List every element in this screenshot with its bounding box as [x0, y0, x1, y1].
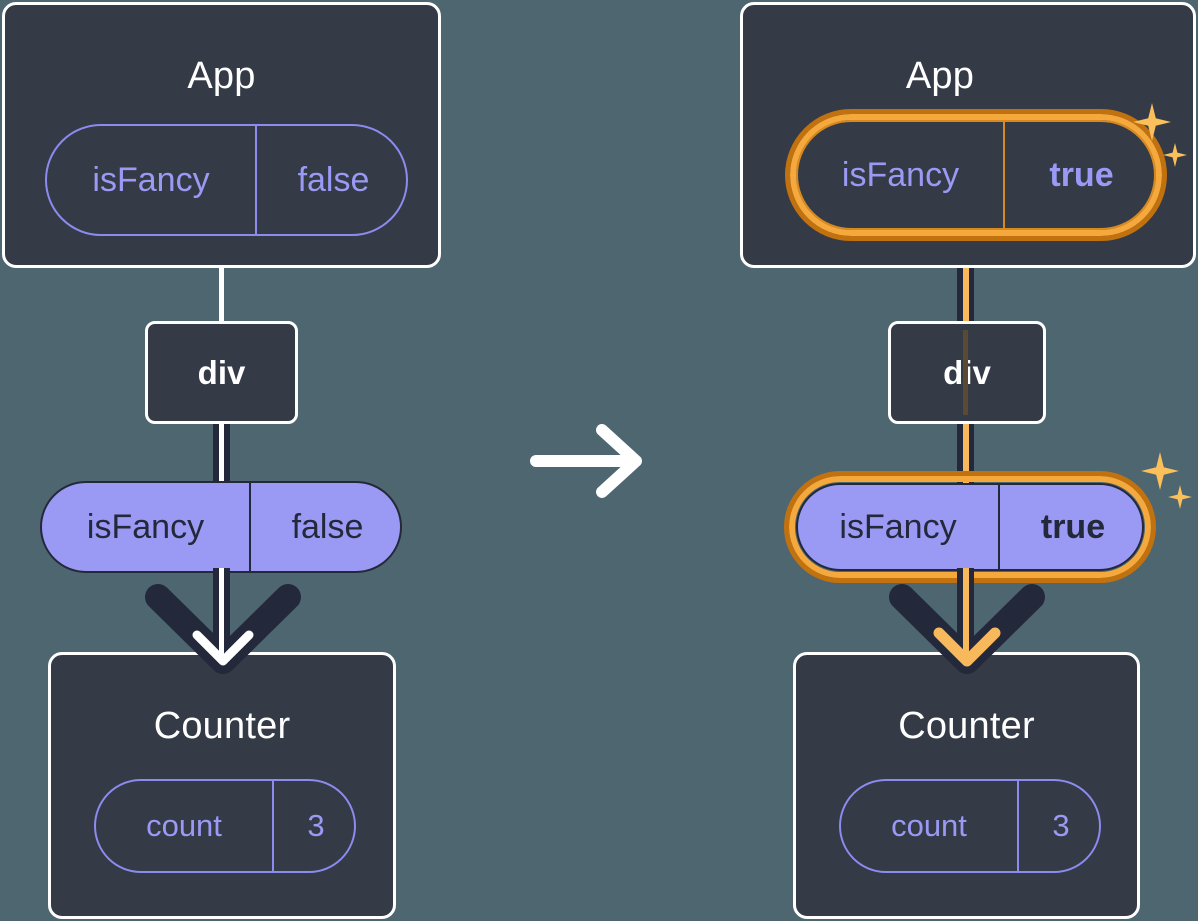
connector-prop-to-counter-core-after [963, 568, 969, 661]
counter-state-value-after: 3 [1017, 781, 1099, 871]
prop-pill-before: isFancy false [40, 481, 402, 573]
connector-app-to-div-before [219, 266, 224, 324]
connector-inside-div-after [963, 330, 968, 415]
app-state-key-after: isFancy [841, 155, 960, 194]
app-title-before: App [187, 55, 256, 97]
prop-key-after: isFancy [839, 507, 957, 546]
connector-prop-to-counter-core-before [219, 568, 224, 661]
app-component-box-before: App isFancy false [2, 2, 441, 268]
counter-state-value-before: 3 [272, 781, 354, 871]
counter-state-key-after: count [891, 808, 967, 843]
counter-state-pill-before: count 3 [94, 779, 356, 873]
sparkle-prop-small-icon [1168, 485, 1192, 509]
div-node-label-before: div [197, 353, 246, 391]
connector-div-to-prop-core-after [963, 421, 969, 485]
app-state-pill-after: isFancy true [796, 120, 1156, 230]
app-state-key-before: isFancy [92, 160, 210, 199]
app-state-value-after: true [1003, 122, 1154, 228]
prop-value-after: true [998, 485, 1142, 569]
prop-value-before: false [249, 483, 400, 571]
arrowhead-counter-before [145, 584, 301, 674]
app-state-value-before: false [255, 126, 406, 234]
counter-component-box-after: Counter count 3 [793, 652, 1140, 919]
prop-key-before: isFancy [86, 507, 205, 546]
counter-component-box-before: Counter count 3 [48, 652, 396, 919]
counter-title-after: Counter [898, 705, 1035, 747]
prop-pill-after: isFancy true [796, 483, 1144, 571]
div-node-before: div [145, 321, 298, 424]
app-state-pill-before: isFancy false [45, 124, 408, 236]
arrowhead-counter-after [889, 584, 1045, 674]
connector-app-to-div-core-after [963, 230, 969, 325]
sparkle-prop-big-icon [1141, 452, 1179, 490]
app-title-after: App [905, 55, 975, 97]
counter-title-before: Counter [153, 705, 291, 747]
connector-div-to-prop-core-before [219, 421, 224, 485]
transition-arrow-icon [530, 424, 642, 498]
counter-state-key-before: count [146, 808, 222, 843]
counter-state-pill-after: count 3 [839, 779, 1101, 873]
